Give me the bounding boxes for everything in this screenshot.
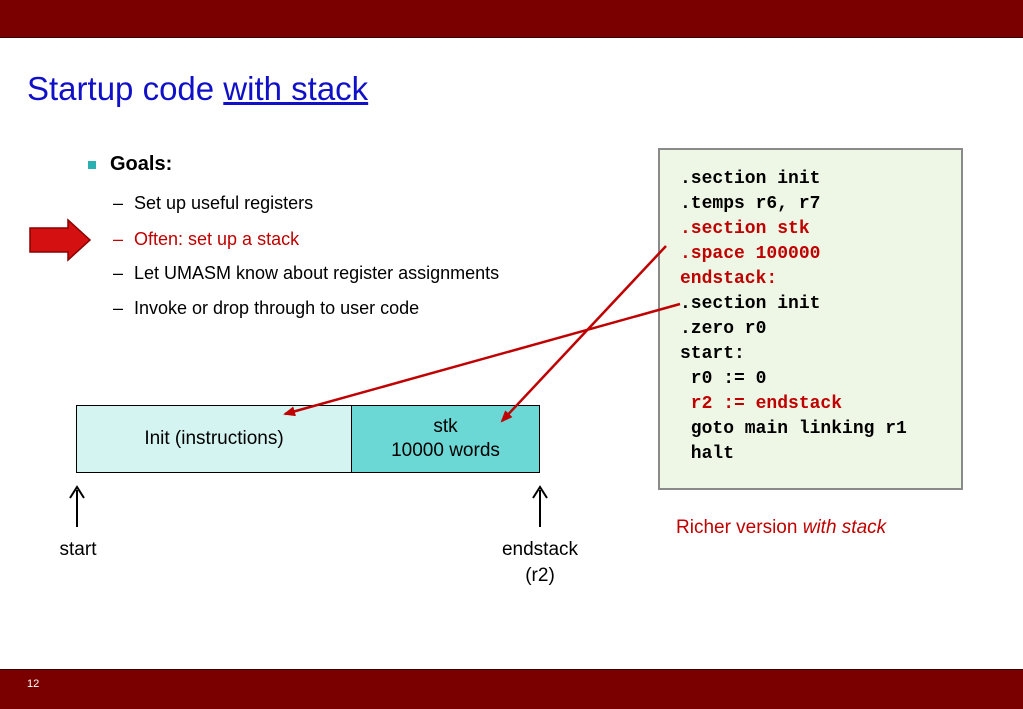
stk-label: stk <box>433 416 458 437</box>
goal-item: –Set up useful registers <box>113 193 313 214</box>
caption-text: Richer version <box>676 517 803 538</box>
code-caption: Richer version with stack <box>676 517 886 539</box>
dash-marker: – <box>113 298 124 318</box>
goal-item-highlighted: –Often: set up a stack <box>113 229 299 250</box>
code-line: start: <box>680 344 745 364</box>
goal-item: –Let UMASM know about register assignmen… <box>113 263 499 284</box>
goal-item: –Invoke or drop through to user code <box>113 298 419 319</box>
goal-text: Often: set up a stack <box>134 229 300 249</box>
code-line-highlighted: r2 := endstack <box>680 394 843 414</box>
page-title: Startup code with stack <box>27 70 368 108</box>
start-label: start <box>59 539 97 560</box>
caption-italic: with stack <box>802 517 887 538</box>
goal-text: Invoke or drop through to user code <box>134 298 420 318</box>
bottom-bar: 12 <box>0 669 1023 709</box>
code-line: r0 := 0 <box>680 369 767 389</box>
stk-size-label: 10000 words <box>391 440 500 461</box>
goal-text: Set up useful registers <box>134 193 314 213</box>
dash-marker: – <box>113 193 124 213</box>
dash-marker: – <box>113 263 124 283</box>
pointer-arrow-icon <box>29 218 92 262</box>
dash-marker: – <box>113 229 124 249</box>
init-label: Init (instructions) <box>144 428 284 449</box>
slide-number: 12 <box>27 678 40 690</box>
code-box: .section init .temps r6, r7 .section stk… <box>658 148 963 490</box>
code-line: .section init <box>680 169 821 189</box>
bullet-square-icon <box>88 161 96 169</box>
code-line-highlighted: .space 100000 <box>680 244 821 264</box>
goal-text: Let UMASM know about register assignment… <box>134 263 500 283</box>
title-text: Startup code <box>27 70 224 107</box>
code-line-highlighted: .section stk <box>680 219 810 239</box>
code-line: halt <box>680 444 735 464</box>
goals-heading: Goals: <box>110 153 173 175</box>
endstack-label: endstack <box>501 539 579 560</box>
code-line: .section init <box>680 294 821 314</box>
title-link[interactable]: with stack <box>223 70 369 107</box>
code-line: goto main linking r1 <box>680 419 907 439</box>
endstack-arrow-icon <box>532 485 548 527</box>
arrow-to-stk <box>500 245 667 423</box>
arrow-to-init <box>283 302 681 417</box>
top-bar <box>0 0 1023 38</box>
code-line-highlighted: endstack: <box>680 269 778 289</box>
code-line: .zero r0 <box>680 319 767 339</box>
start-arrow-icon <box>69 485 85 527</box>
init-section-box: Init (instructions) <box>76 405 352 473</box>
code-line: .temps r6, r7 <box>680 194 821 214</box>
endstack-register-label: (r2) <box>525 565 555 586</box>
